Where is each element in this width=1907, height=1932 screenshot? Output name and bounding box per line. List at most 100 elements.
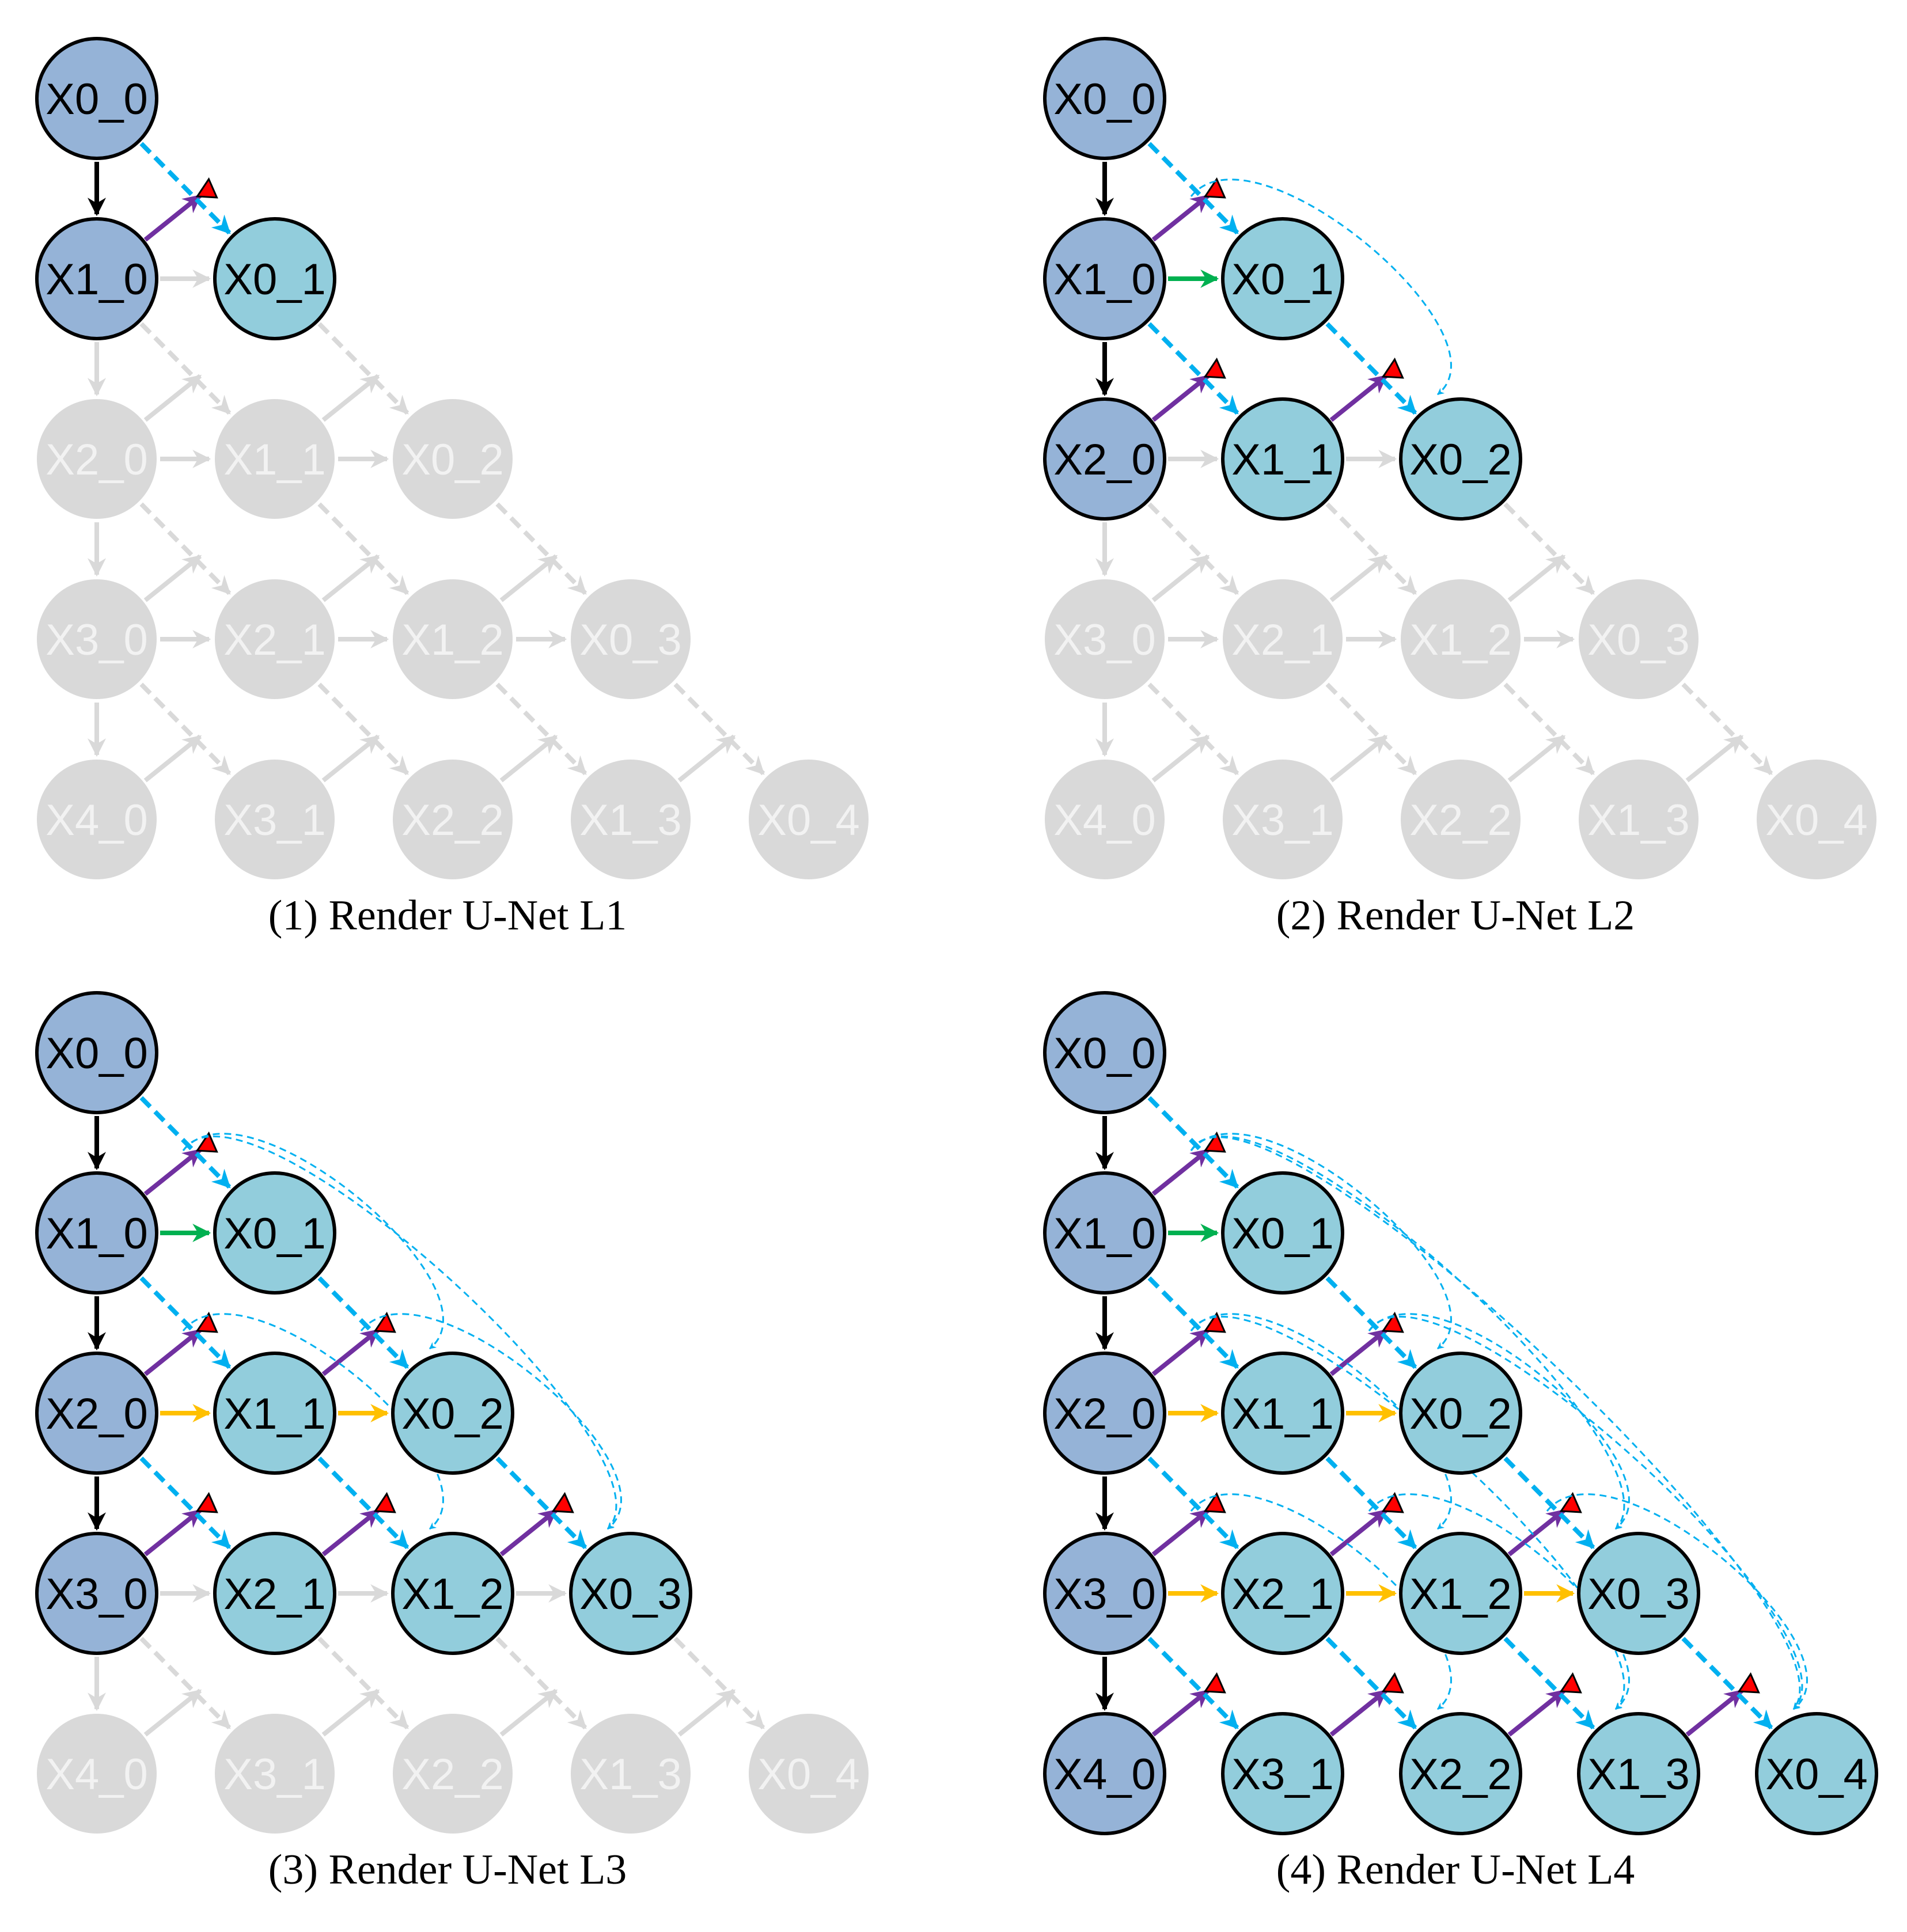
node-label: X0_2 [1409,435,1512,484]
skip-arrow [139,142,232,235]
dense-skip-arrow [1190,1493,1452,1710]
upsample-marker-icon [195,1131,218,1153]
node-x1-0: X1_0 [35,217,158,340]
upsample-arrow [1329,374,1388,422]
upsample-marker-icon [1381,1491,1404,1513]
node-circle [1043,1352,1166,1475]
node-x1-3: X1_3 [571,1714,691,1834]
node-x0-1: X0_1 [1221,1171,1344,1295]
node-label: X4_0 [46,796,148,845]
node-label: X1_1 [1231,1390,1334,1438]
node-label: X3_0 [1053,616,1156,665]
skip-arrow [495,1456,587,1550]
node-x1-2: X1_2 [393,579,513,699]
node-label: X1_3 [1587,1750,1690,1799]
node-x0-0: X0_0 [1043,37,1166,160]
skip-arrow [1325,1637,1417,1730]
panel-caption: (3) Render U-Net L3 [268,1846,627,1893]
skip-arrow [317,682,410,776]
node-label: X3_0 [46,616,148,665]
upsample-arrow [1329,554,1388,602]
dense-skip-arrow [182,1133,444,1350]
skip-arrow [1325,322,1417,415]
node-circle [35,37,158,160]
upsample-arrow [499,554,558,602]
upsample-marker-icon [1203,1131,1226,1153]
upsample-arrow [1685,734,1744,783]
node-circle [1579,579,1699,699]
node-x3-1: X3_1 [215,760,335,879]
node-label: X1_2 [1409,1570,1512,1619]
node-x3-1: X3_1 [1221,1712,1344,1835]
skip-arrow [139,1096,232,1189]
node-x3-0: X3_0 [35,1532,158,1655]
node-circle [1221,1352,1344,1475]
node-label: X3_1 [223,796,326,845]
skip-arrow [139,1637,232,1730]
upsample-arrow [1507,554,1566,602]
node-circle [215,1714,335,1834]
node-x1-1: X1_1 [215,399,335,519]
node-circle [391,1532,514,1655]
node-label: X0_0 [46,1029,148,1078]
upsample-arrow [1507,734,1566,783]
upsample-arrow [143,193,202,242]
node-label: X1_0 [1053,1209,1156,1258]
node-x2-1: X2_1 [213,1532,336,1655]
skip-arrow [1325,502,1417,595]
skip-arrow [1147,1637,1239,1730]
dense-skip-arrow [1368,1313,1630,1530]
node-label: X1_3 [579,1750,682,1799]
node-x2-2: X2_2 [1401,760,1521,879]
node-label: X1_2 [401,616,504,665]
node-x0-4: X0_4 [749,760,869,879]
node-circle [1043,1712,1166,1835]
node-circle [1043,1171,1166,1295]
node-circle [35,1171,158,1295]
node-label: X0_0 [46,75,148,124]
panel-2: X0_0X0_1X0_2X0_3X0_4X1_0X1_1X1_2X1_3X2_0… [1043,37,1876,939]
node-x1-2: X1_2 [391,1532,514,1655]
node-x2-2: X2_2 [393,1714,513,1834]
node-x2-2: X2_2 [1399,1712,1522,1835]
node-label: X0_4 [757,796,860,845]
node-label: X1_2 [401,1570,504,1619]
upsample-arrow [1151,374,1210,422]
node-circle [749,760,869,879]
upsample-arrow [1329,1328,1388,1376]
panel-3: X0_0X0_1X0_2X0_3X0_4X1_0X1_1X1_2X1_3X2_0… [35,991,869,1893]
dense-skip-arrow [1368,1315,1803,1710]
node-label: X3_0 [46,1570,148,1619]
node-circle [1221,1532,1344,1655]
node-circle [213,1171,336,1295]
upsample-marker-icon [1559,1491,1582,1513]
node-x0-3: X0_3 [1577,1532,1700,1655]
node-circle [213,1352,336,1475]
node-label: X2_1 [223,1570,326,1619]
node-circle [1401,579,1521,699]
node-circle [37,579,157,699]
node-label: X0_1 [1231,255,1334,304]
node-label: X1_0 [1053,255,1156,304]
node-label: X3_1 [1231,1750,1334,1799]
node-circle [1043,217,1166,340]
node-x2-1: X2_1 [1223,579,1343,699]
upsample-marker-icon [1203,1311,1226,1333]
node-circle [1223,760,1343,879]
upsample-arrow [321,374,380,422]
skip-arrow [1681,1637,1773,1730]
upsample-arrow [321,554,380,602]
panel-caption: (4) Render U-Net L4 [1276,1846,1635,1893]
node-label: X1_3 [1587,796,1690,845]
node-circle [1399,1712,1522,1835]
upsample-arrow [321,734,380,783]
node-x0-2: X0_2 [391,1352,514,1475]
node-label: X2_2 [1409,796,1512,845]
node-circle [571,579,691,699]
node-circle [1757,760,1876,879]
node-circle [1399,1532,1522,1655]
node-x2-0: X2_0 [1043,1352,1166,1475]
node-x0-1: X0_1 [213,217,336,340]
upsample-marker-icon [195,1311,218,1333]
skip-arrow [1325,1276,1417,1369]
